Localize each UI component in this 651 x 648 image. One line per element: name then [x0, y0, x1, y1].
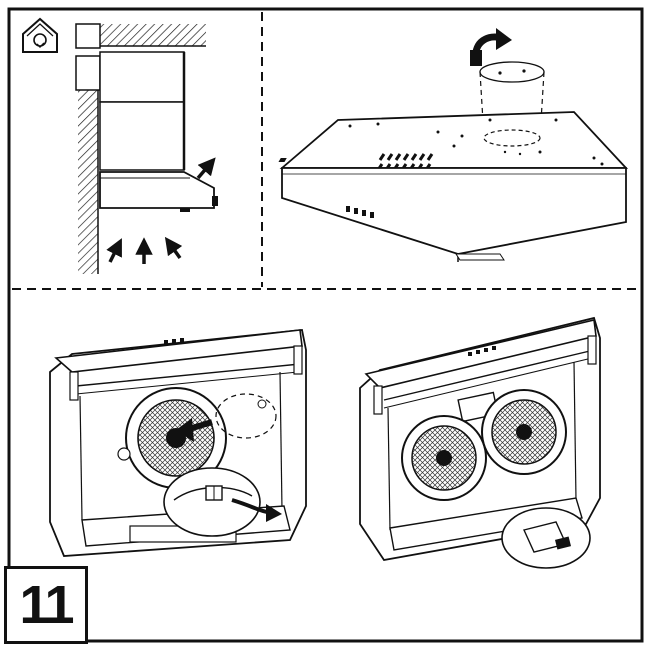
- panel-side-view: [22, 17, 218, 274]
- panel-single-motor-view: [49, 329, 307, 557]
- arrow-icon: [106, 157, 216, 264]
- arrow-icon: [176, 418, 213, 442]
- house-with-recirculation-icon: [22, 17, 58, 53]
- arrow-icon: [231, 498, 282, 522]
- panel-hood-top-view: [278, 28, 629, 262]
- step-number-badge: 11: [4, 566, 88, 644]
- arrow-icon: [470, 28, 512, 66]
- panel-twin-motor-view: [359, 316, 601, 569]
